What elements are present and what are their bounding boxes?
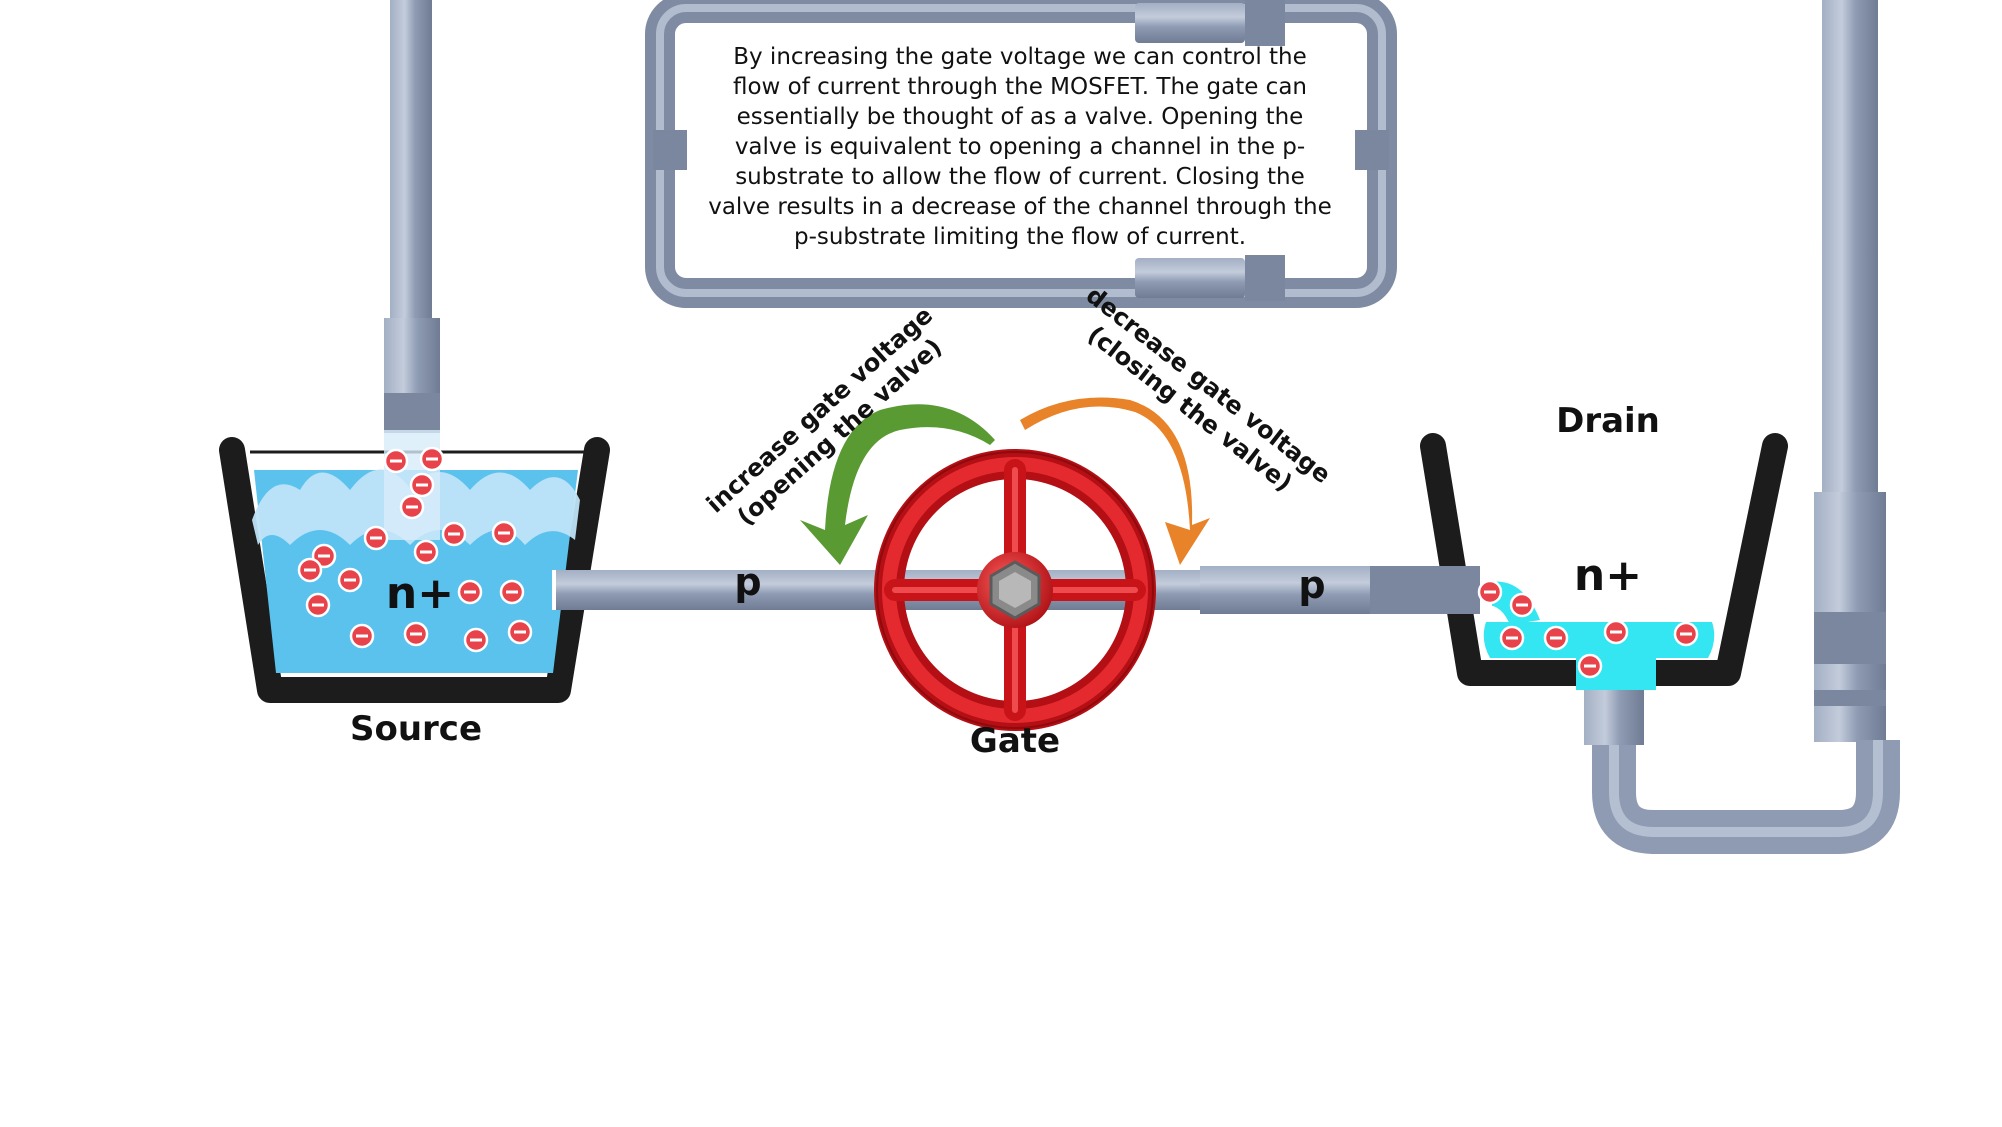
electron-minus-sign bbox=[1610, 630, 1622, 634]
source-inlet-pipe bbox=[384, 0, 440, 433]
electron-minus-sign bbox=[370, 536, 382, 540]
electron-minus-sign bbox=[356, 634, 368, 638]
electron-minus-sign bbox=[410, 632, 422, 636]
electron-group bbox=[297, 446, 1699, 679]
electron-minus-sign bbox=[1584, 664, 1596, 668]
electron-minus-sign bbox=[514, 630, 526, 634]
electron-minus-sign bbox=[420, 550, 432, 554]
decrease-caption: decrease gate voltage (closing the valve… bbox=[1081, 281, 1336, 497]
caption-pipe-frame bbox=[645, 0, 1397, 308]
drain-label: Drain bbox=[1556, 401, 1660, 441]
source-label: Source bbox=[350, 709, 482, 749]
caption-line: essentially be thought of as a valve. Op… bbox=[736, 104, 1304, 130]
increase-arrow bbox=[800, 404, 995, 565]
svg-text:(closing the valve): (closing the valve) bbox=[1082, 320, 1297, 497]
substrate-label-left: p bbox=[734, 560, 761, 604]
explanation-caption: By increasing the gate voltage we can co… bbox=[690, 42, 1350, 252]
caption-line: flow of current through the MOSFET. The … bbox=[732, 74, 1307, 100]
electron-minus-sign bbox=[448, 532, 460, 536]
electron-minus-sign bbox=[1680, 632, 1692, 636]
caption-line: valve is equivalent to opening a channel… bbox=[734, 134, 1306, 160]
electron-minus-sign bbox=[464, 590, 476, 594]
caption-line: valve results in a decrease of the chann… bbox=[708, 194, 1332, 220]
decrease-arrow bbox=[1020, 397, 1210, 565]
electron-minus-sign bbox=[344, 578, 356, 582]
electron-minus-sign bbox=[470, 638, 482, 642]
gate-label: Gate bbox=[970, 721, 1060, 761]
gate-valve bbox=[874, 449, 1156, 731]
electron-minus-sign bbox=[312, 603, 324, 607]
electron-minus-sign bbox=[506, 590, 518, 594]
electron-minus-sign bbox=[1506, 636, 1518, 640]
drain-region-label: n+ bbox=[1574, 550, 1642, 601]
electron-minus-sign bbox=[390, 459, 402, 463]
caption-line: p-substrate limiting the flow of current… bbox=[793, 224, 1247, 250]
electron-minus-sign bbox=[304, 568, 316, 572]
source-region-label: n+ bbox=[386, 568, 454, 619]
electron-minus-sign bbox=[416, 483, 428, 487]
electron-minus-sign bbox=[1550, 636, 1562, 640]
electron-minus-sign bbox=[406, 505, 418, 509]
electron-minus-sign bbox=[426, 457, 438, 461]
drain-return-pipe bbox=[1584, 0, 1900, 854]
caption-line: substrate to allow the flow of current. … bbox=[735, 164, 1305, 190]
electron-minus-sign bbox=[318, 554, 330, 558]
electron-minus-sign bbox=[1484, 590, 1496, 594]
substrate-label-right: p bbox=[1298, 563, 1325, 607]
electron-minus-sign bbox=[498, 531, 510, 535]
svg-text:decrease gate voltage: decrease gate voltage bbox=[1081, 281, 1336, 489]
caption-line: By increasing the gate voltage we can co… bbox=[733, 44, 1307, 70]
source-bucket bbox=[219, 430, 610, 703]
electron-minus-sign bbox=[1516, 603, 1528, 607]
